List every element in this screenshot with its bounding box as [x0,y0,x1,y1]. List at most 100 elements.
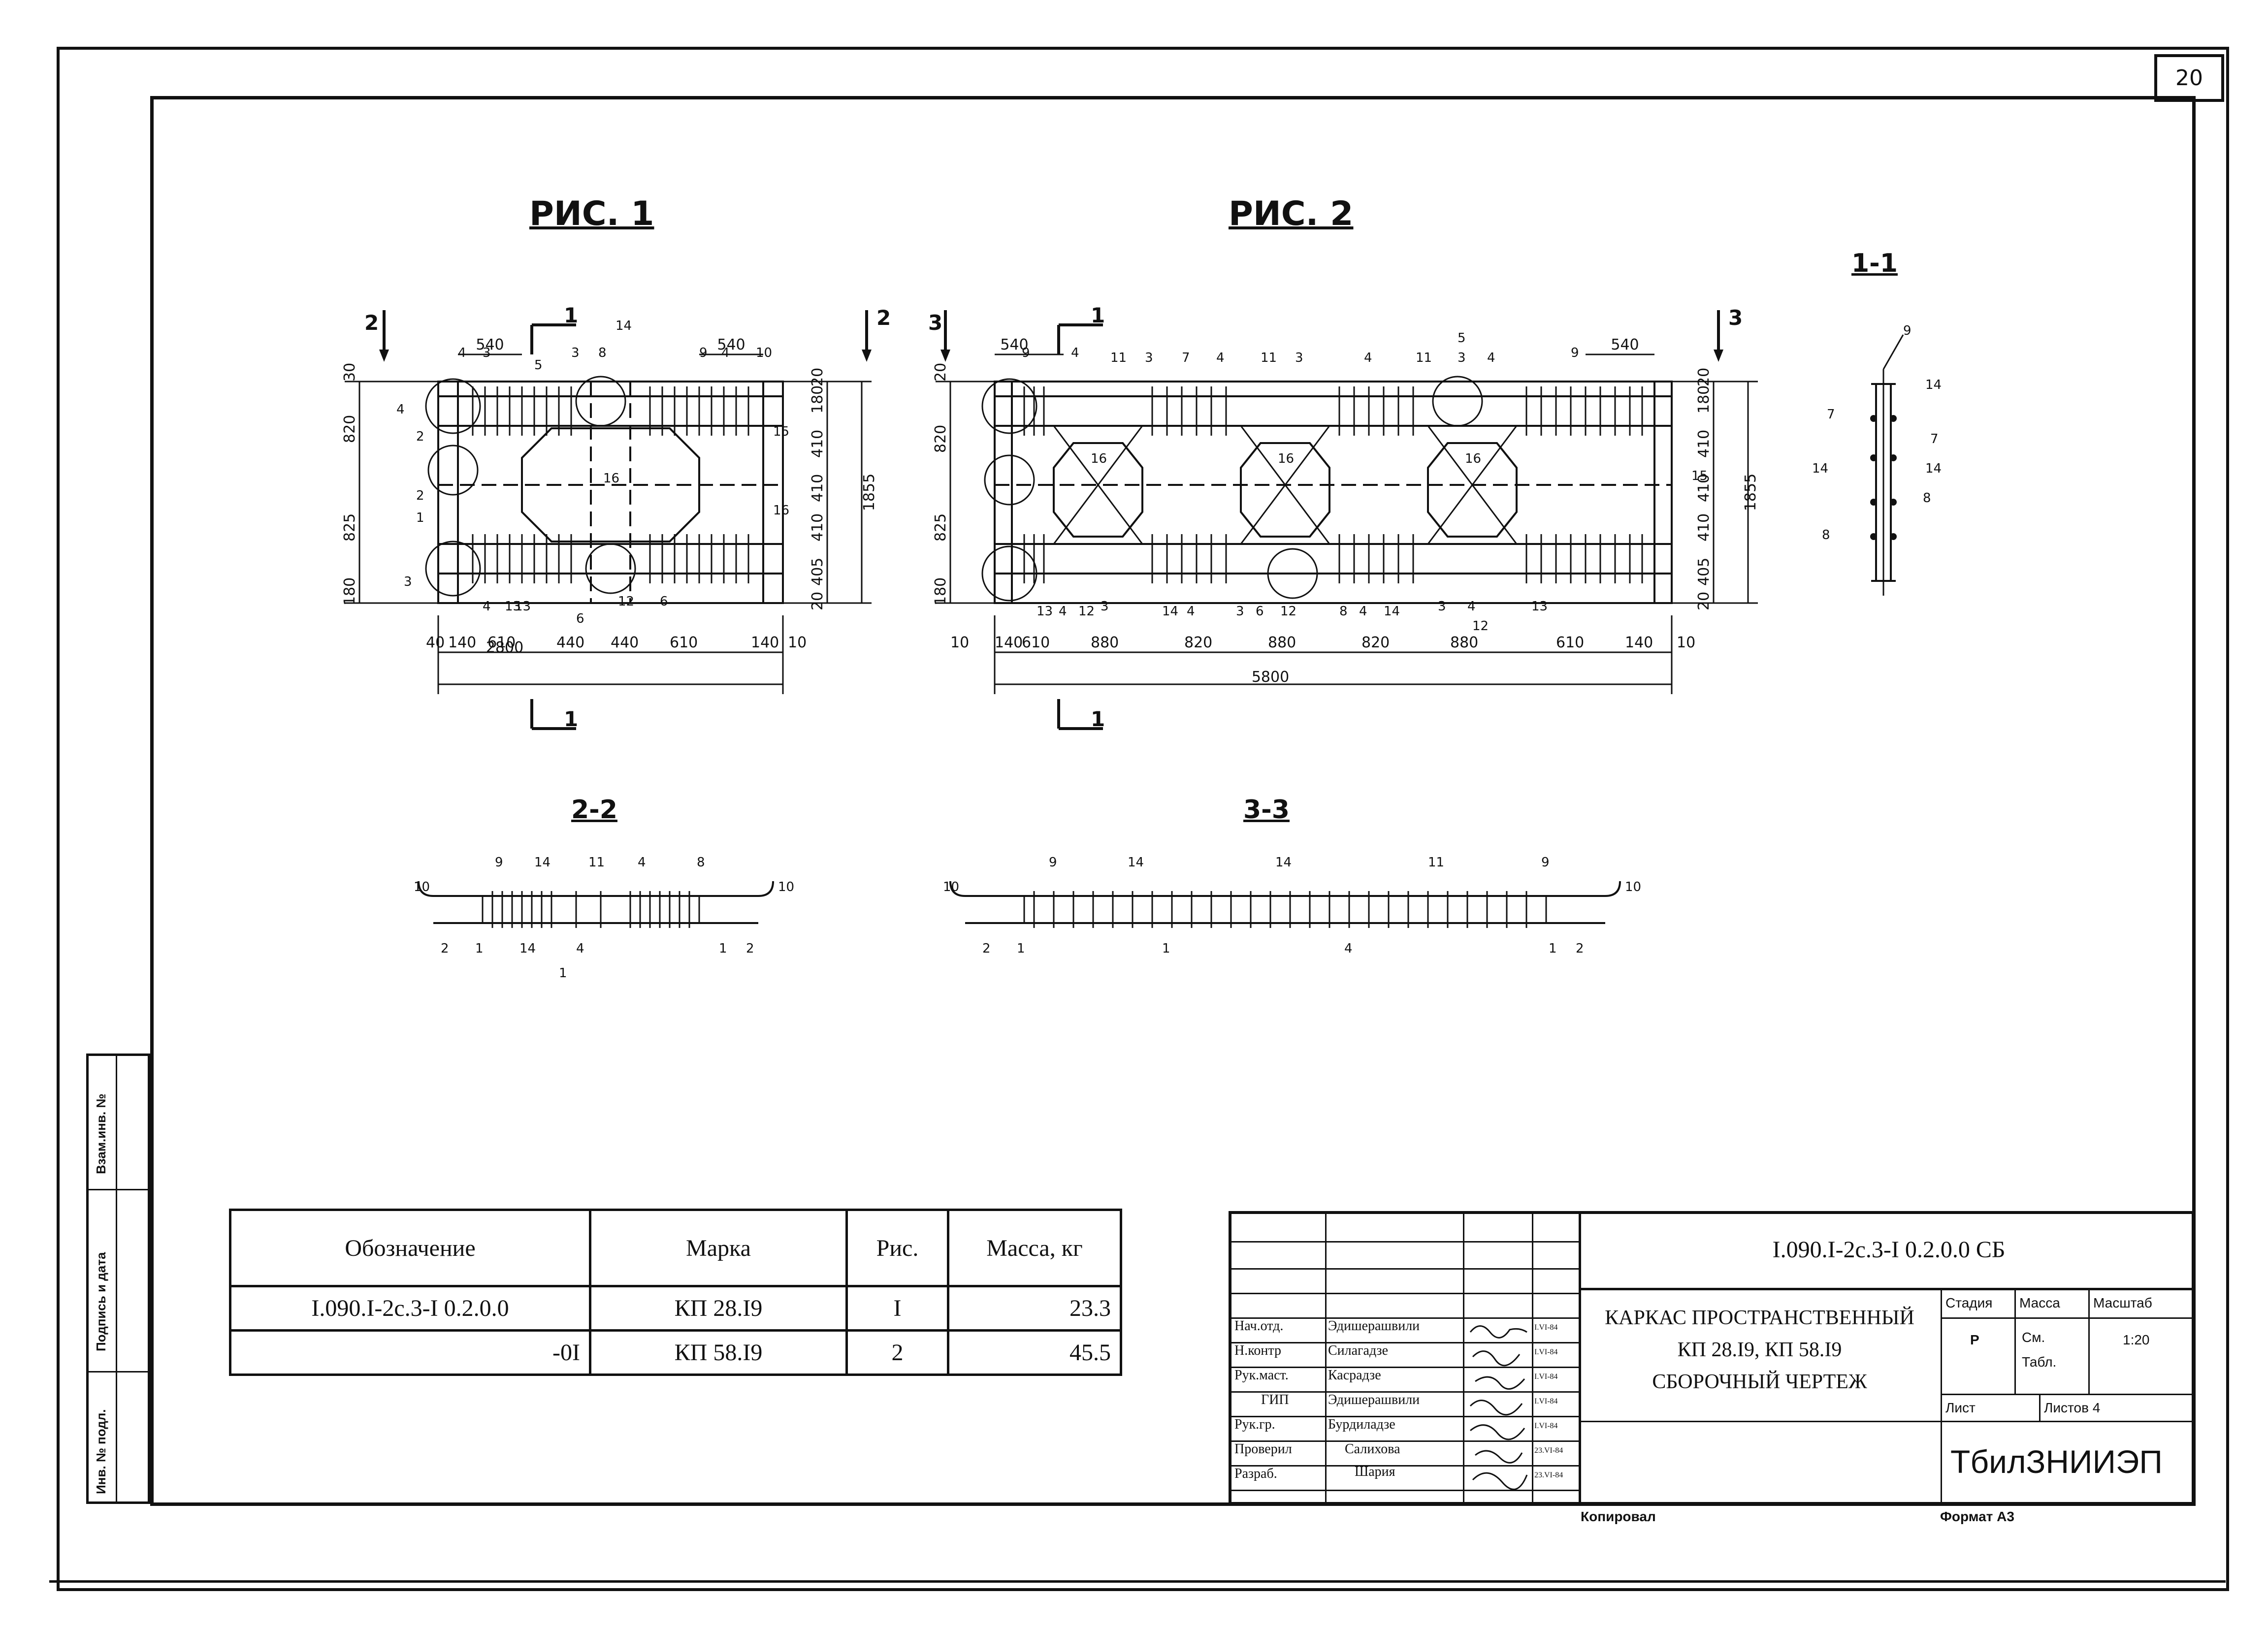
fig2-callout: 16 [1091,451,1107,466]
signer-date: I.VI-84 [1534,1397,1558,1405]
sec11-callout: 9 [1903,323,1912,338]
sec33-callout: 10 [943,880,959,894]
fig1-callout: 4 [458,346,466,360]
fig2-callout: 4 [1071,346,1079,360]
fig2-overall-height: 1855 [1742,474,1759,511]
sec33-callout: 14 [1128,855,1144,870]
fig2-callout: 3 [1101,599,1109,614]
doc-code: I.090.I-2c.3-I 0.2.0.0 СБ [1772,1237,2006,1263]
fig1-bottom-dim: 440 [556,634,584,651]
fig2-callout: 4 [1467,599,1476,614]
fig1-callout: 12 [618,594,634,609]
sheets-label: Листов 4 [2044,1400,2101,1415]
sec33-callout: 1 [1162,941,1170,956]
fig2-bottom-dim: 880 [1268,634,1296,651]
signer-role: Рук.гр. [1234,1417,1275,1432]
fig1-frame-outline [437,381,784,604]
fig2-callout: 14 [1162,604,1178,619]
fig2-left-dim: 825 [932,513,949,542]
signer-name: Бурдиладзе [1328,1417,1395,1432]
fig1-callout: 13 [505,599,521,614]
fig2-callout: 9 [1571,346,1579,360]
fig2-bottom-dim: 140 [1625,634,1653,651]
sec33-callout: 9 [1049,855,1057,870]
spec-header-figure: Рис. [845,1209,949,1287]
fig2-right-dim: 410 [1695,430,1713,458]
fig2-left-dim: 820 [932,425,949,453]
fig1-bottom-dim: 610 [670,634,698,651]
mass-value-1: См. [2022,1330,2045,1345]
fig2-callout: 4 [1187,604,1195,619]
mass-value-2: Табл. [2022,1354,2057,1370]
signer-name: Шария [1355,1464,1395,1479]
fig1-detail-circle [427,445,479,496]
fig1-section-mark: 1 [564,303,578,327]
fig1-right-dim: 405 [809,558,826,586]
section-2-2-drawing: 9 14 11 4 8 10 10 2 1 14 4 1 2 1 [414,855,794,981]
fig2-top-dim: 540 [1611,336,1639,353]
spec-cell-mark: КП 58.I9 [589,1329,848,1376]
sec11-callout: 7 [1930,432,1939,447]
sheet-label: Лист [1945,1400,1976,1415]
fig1-title: РИС. 1 [529,194,654,233]
signer-date: I.VI-84 [1534,1373,1558,1381]
side-sign-label: Подпись и дата [94,1252,108,1351]
fig2-callout: 4 [1487,351,1495,365]
fig2-callout: 13 [1037,604,1053,619]
fig1-callout: 3 [483,346,491,360]
fig2-callout: 16 [1278,451,1294,466]
fig1-callout: 16 [603,471,619,486]
signer-name: Силагадзе [1328,1343,1389,1358]
signer-role: Н.контр [1234,1343,1281,1358]
fig2-callout: 3 [1145,351,1153,365]
fig2-section-mark: 3 [1728,306,1743,330]
sec33-callout: 4 [1344,941,1353,956]
signatures [1469,1325,1528,1490]
fig1-right-dim: 410 [809,513,826,542]
sec22-callout: 4 [576,941,584,956]
sec11-callout: 8 [1923,491,1931,506]
sec22-callout: 1 [559,966,567,981]
fig2-callout: 11 [1416,351,1432,365]
fig2-detail-circle [984,454,1035,506]
mass-label: Масса [2019,1295,2060,1310]
fig1-detail-circle [575,376,626,427]
fig1-section-mark: 2 [364,311,379,335]
fig2-callout: 13 [1531,599,1548,614]
section-3-3-title: 3-3 [1243,795,1290,825]
fig1-left-dim: 180 [341,577,358,606]
fig1-bottom-dim: 140 [448,634,476,651]
fig1-bottom-dim: 10 [788,634,807,651]
fig2-top-dim: 540 [1000,336,1028,353]
spec-cell-designation: -0I [229,1329,591,1376]
spec-cell-mass: 45.5 [947,1329,1122,1376]
fig2-detail-circle [1267,548,1318,599]
spec-cell-figure: I [845,1285,949,1332]
section-3-3-drawing: 9 14 14 11 9 10 10 2 1 1 4 1 2 [943,855,1641,956]
spec-header-designation: Обозначение [229,1209,591,1287]
spec-header-mass: Масса, кг [947,1209,1122,1287]
sec33-callout: 1 [1549,941,1557,956]
fig2-callout: 4 [1059,604,1067,619]
fig2-callout: 4 [1364,351,1372,365]
fig1-left-dim: 825 [341,513,358,542]
fig2-callout: 14 [1384,604,1400,619]
side-replace-label: Взам.инв. № [94,1093,108,1174]
fig2-callout: 15 [1691,469,1708,483]
fig2-bottom-dim: 610 [1556,634,1584,651]
fig1-right-dim: 180 [809,385,826,414]
fig2-callout: 5 [1458,331,1466,346]
scale-value: 1:20 [2123,1332,2150,1347]
spec-header-row: Обозначение Марка Рис. Масса, кг [229,1209,1122,1287]
signer-date: I.VI-84 [1534,1323,1558,1332]
sec22-callout: 1 [475,941,484,956]
bottom-trim-line [49,1580,2226,1583]
stage-label: Стадия [1945,1295,1993,1310]
product-name-line: КП 28.I9, КП 58.I9 [1677,1339,1842,1361]
fig1-top-dim: 540 [476,336,504,353]
scale-label: Масштаб [2093,1295,2152,1310]
spec-cell-mass: 23.3 [947,1285,1122,1332]
fig2-detail-circle [1432,376,1483,427]
sec33-callout: 2 [1576,941,1584,956]
title-block: Нач.отд. Эдишерашвили I.VI-84 Н.контр Си… [1229,1211,2195,1505]
